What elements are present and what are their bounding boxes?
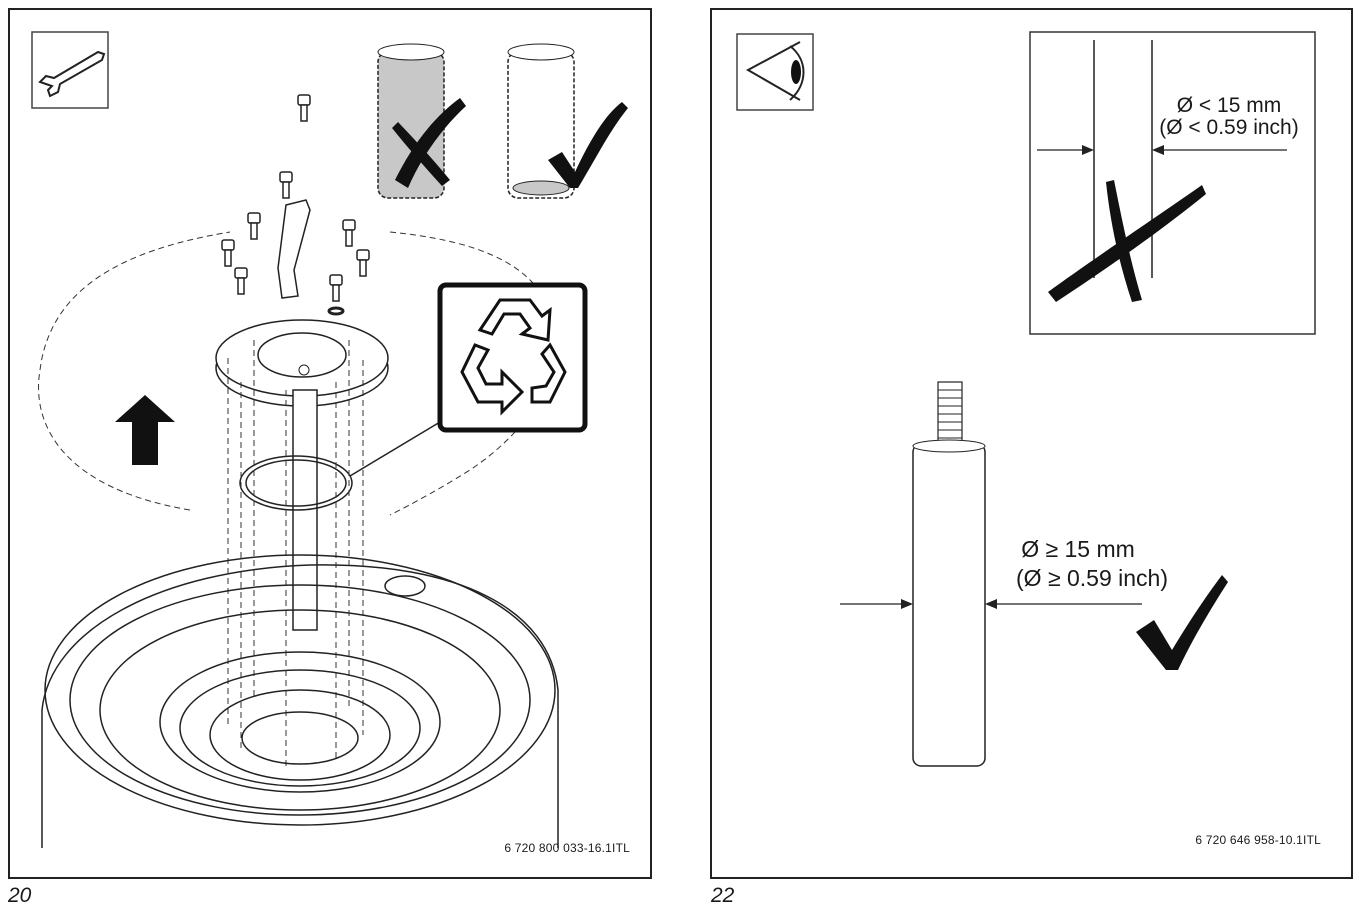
worn-anode-inset [1029, 31, 1316, 335]
cross-mark-icon [392, 98, 466, 188]
corroded-tank-example [377, 43, 466, 199]
bolts-group [221, 94, 370, 302]
cross-mark-icon [1048, 180, 1206, 302]
wrench-icon [31, 31, 109, 109]
check-mark-icon [548, 102, 628, 188]
clean-tank-example [507, 43, 628, 199]
wrong-dimension-inch: (Ø < 0.59 inch) [1159, 116, 1298, 139]
right-dimension-mm: Ø ≥ 15 mm [1021, 536, 1135, 562]
eye-inspect-icon [736, 33, 814, 111]
figure-number: 20 [8, 884, 32, 907]
figure-code: 6 720 800 033-16.1ITL [504, 841, 630, 855]
recycle-icon [437, 282, 588, 433]
figure-20-panel: 6 720 800 033-16.1ITL [8, 8, 652, 879]
up-arrow-icon [115, 395, 175, 465]
anode-diameter-check-illustration: Ø < 15 mm (Ø < 0.59 inch) Ø ≥ 15 mm (Ø ≥… [736, 31, 1316, 767]
anode-flange [215, 319, 389, 407]
figure-22-panel: Ø < 15 mm (Ø < 0.59 inch) Ø ≥ 15 mm (Ø ≥… [710, 8, 1353, 879]
acceptable-anode [840, 381, 1228, 767]
wrong-dimension-mm: Ø < 15 mm [1177, 94, 1281, 117]
anode-replacement-illustration [31, 31, 628, 848]
check-mark-icon [1136, 575, 1228, 670]
right-dimension-inch: (Ø ≥ 0.59 inch) [1016, 565, 1168, 591]
figure-code: 6 720 646 958-10.1ITL [1195, 833, 1321, 847]
figure-number: 22 [711, 884, 735, 907]
water-heater-top [41, 554, 559, 848]
